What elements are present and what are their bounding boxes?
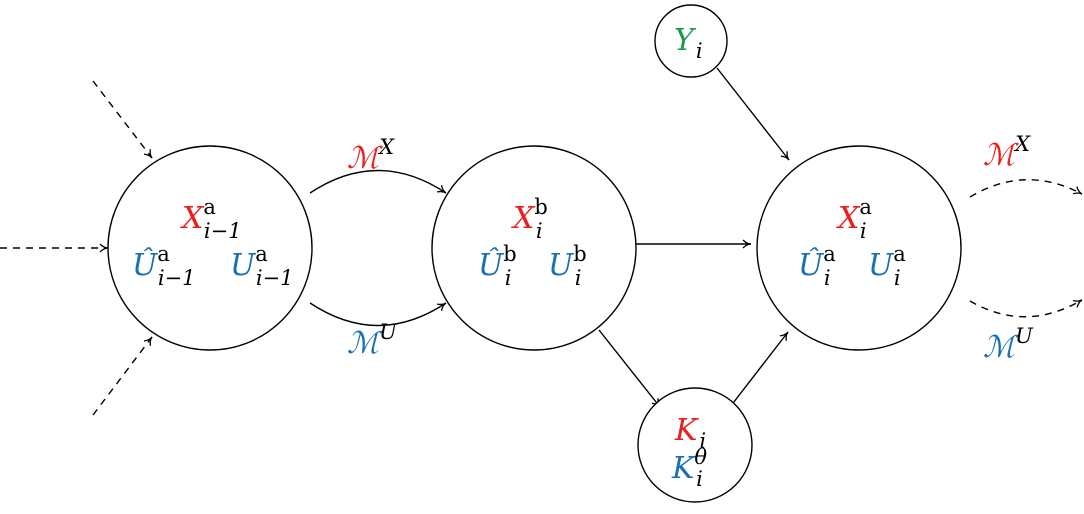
model-x-label-right: ℳX bbox=[983, 132, 1031, 173]
incoming-edge-upper bbox=[92, 80, 153, 159]
outgoing-edge-upper bbox=[969, 179, 1083, 198]
gain-label: Ki bbox=[674, 413, 706, 453]
observation-label: Yi bbox=[674, 23, 703, 63]
node-prev-analysis bbox=[107, 145, 313, 351]
edge-prev-to-mid-lower bbox=[309, 302, 447, 327]
model-x-label-left: ℳX bbox=[347, 135, 395, 176]
edge-mid-to-gain bbox=[598, 329, 661, 408]
outgoing-edge-lower bbox=[969, 299, 1083, 318]
edge-gain-to-post bbox=[729, 331, 789, 408]
incoming-edge-lower bbox=[92, 336, 153, 416]
node-analysis bbox=[756, 145, 962, 351]
node-gain bbox=[637, 387, 753, 503]
model-u-label-left: ℳU bbox=[347, 320, 398, 361]
model-u-label-right: ℳU bbox=[983, 324, 1034, 365]
node-observation bbox=[654, 4, 728, 78]
edge-obs-to-post bbox=[716, 67, 790, 161]
node-background bbox=[431, 145, 637, 351]
edge-prev-to-mid-upper bbox=[309, 169, 447, 194]
